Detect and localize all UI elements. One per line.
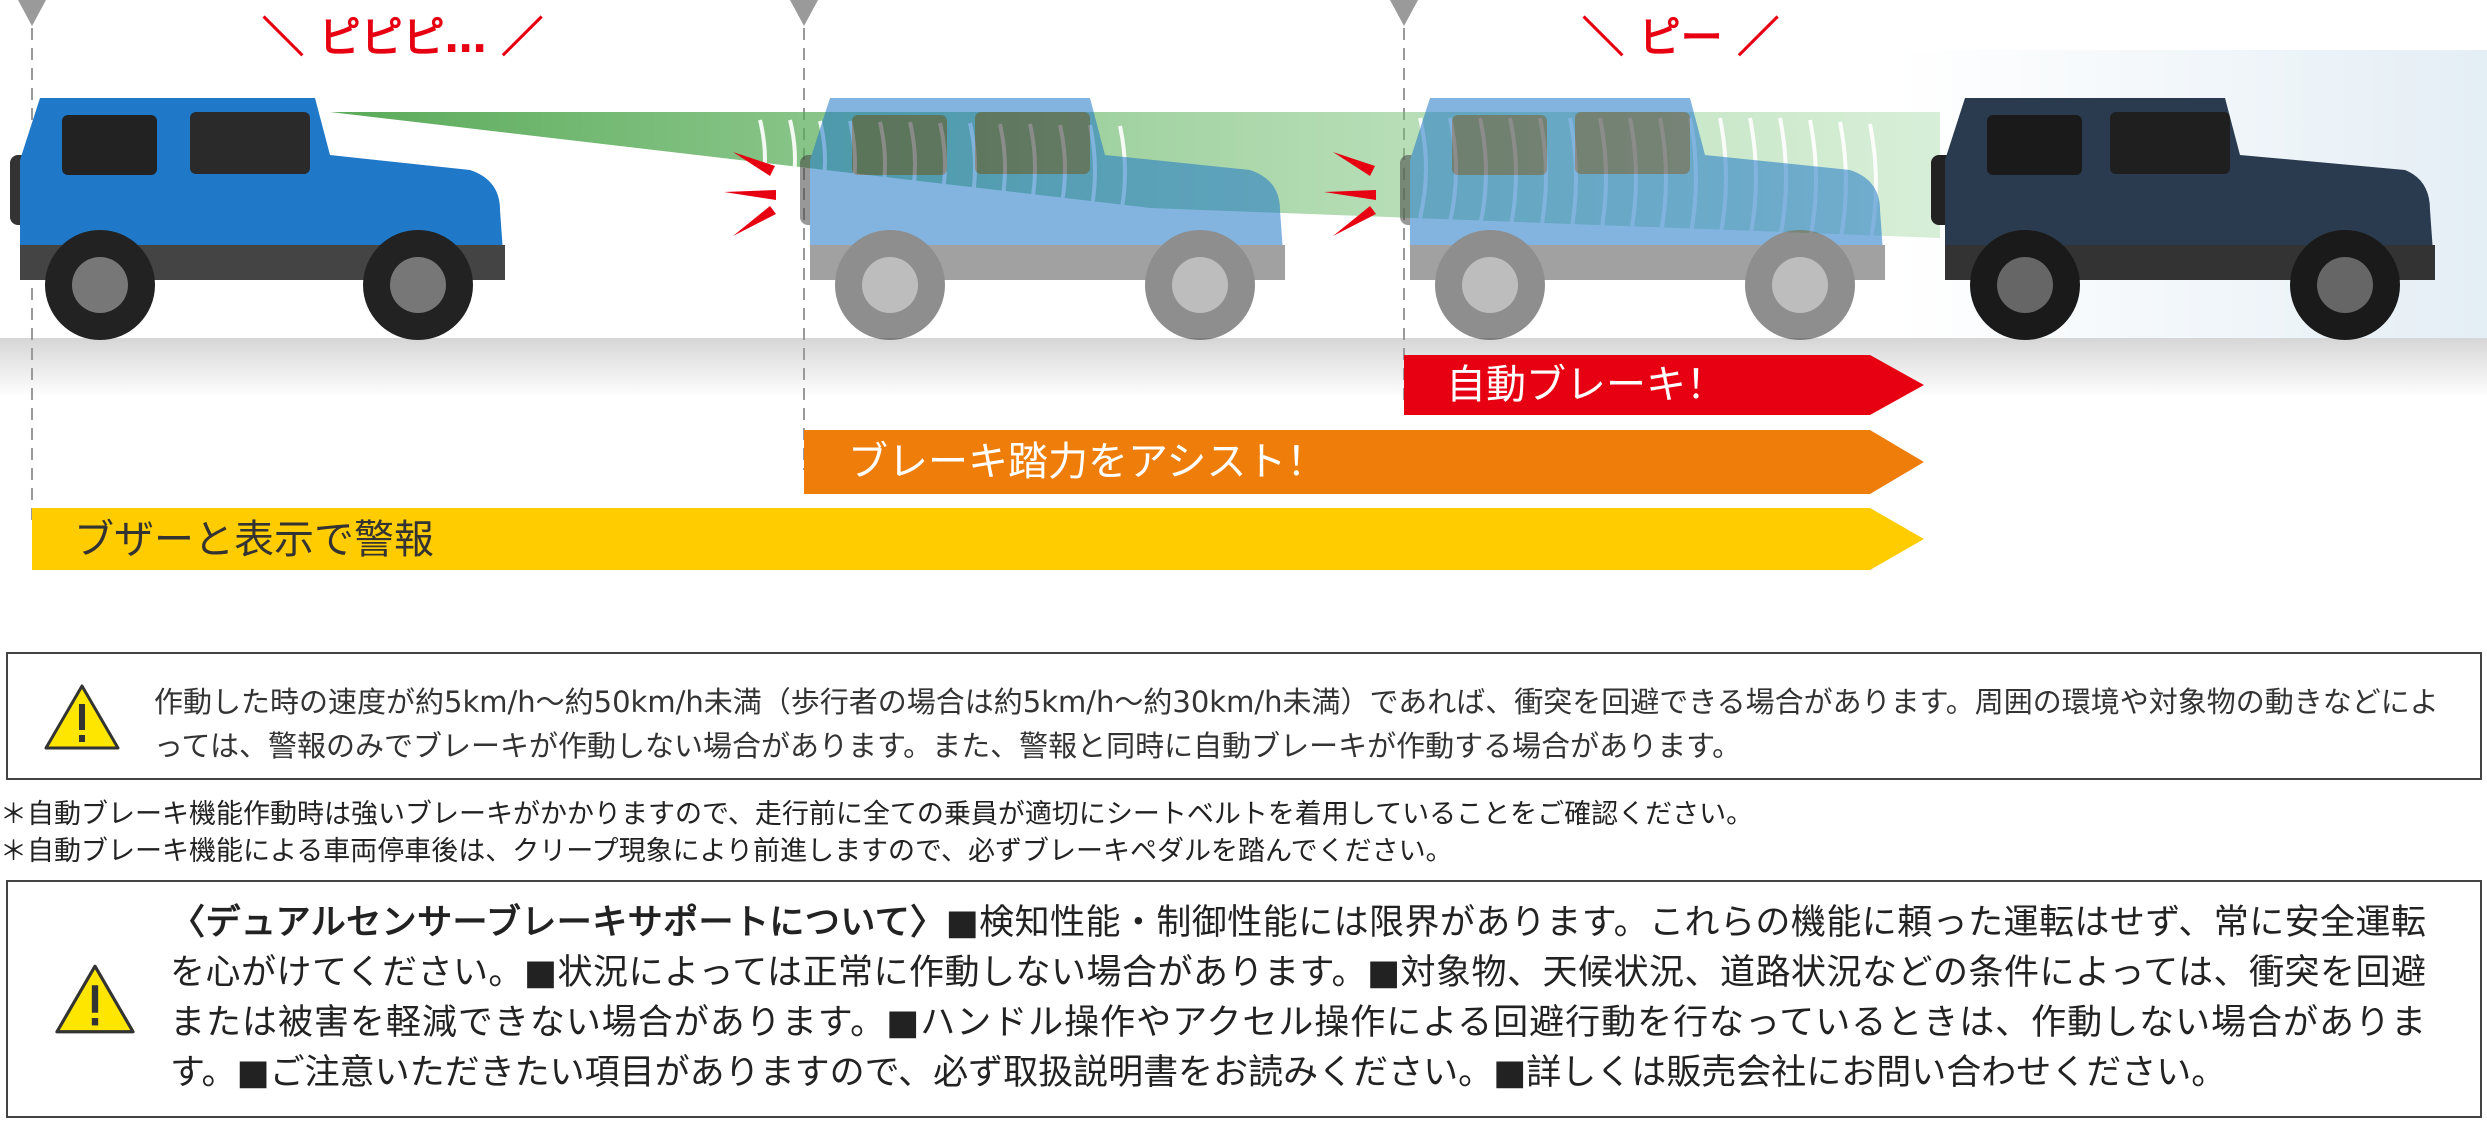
dual-sensor-notice-box	[6, 880, 2482, 1118]
speed-notice-box	[6, 652, 2482, 780]
alert-marks	[724, 152, 1376, 236]
long-beep-sound-label: ＼ ピー ／	[1582, 13, 1780, 62]
brake-diagram: ＼ ピピピ… ／ ＼ ピー ／ 自動ブレーキ！ ブレーキ踏力をアシスト！ ブザー…	[0, 0, 2487, 570]
car-stage-3	[1400, 98, 1885, 340]
arrow-auto-brake	[1404, 355, 1924, 415]
road	[0, 338, 2487, 398]
diagram-graphic	[0, 0, 2487, 570]
auto-brake-label: 自動ブレーキ！	[1446, 362, 1726, 408]
dual-sensor-notice-text: 〈デュアルセンサーブレーキサポートについて〉■検知性能・制御性能には限界がありま…	[170, 898, 2426, 1098]
dual-sensor-notice-title: 〈デュアルセンサーブレーキサポートについて〉	[170, 903, 946, 943]
warning-label: ブザーと表示で警報	[74, 517, 434, 563]
beep-sound-label: ＼ ピピピ… ／	[262, 13, 544, 62]
dual-sensor-notice-body: ■検知性能・制御性能には限界があります。これらの機能に頼った運転はせず、常に安全…	[170, 903, 2426, 1093]
arrow-brake-assist	[804, 430, 1924, 494]
car-stage-1	[10, 98, 505, 340]
warning-icon	[44, 684, 120, 750]
warning-icon	[55, 964, 135, 1034]
brake-assist-label: ブレーキ踏力をアシスト！	[848, 439, 1327, 485]
car-stage-2	[800, 98, 1285, 340]
arrow-warning	[32, 508, 1924, 570]
car-target	[1931, 98, 2435, 340]
footnote-creep: ＊自動ブレーキ機能による車両停車後は、クリープ現象により前進しますので、必ずブレ…	[0, 836, 1453, 867]
footnote-seatbelt: ＊自動ブレーキ機能作動時は強いブレーキがかかりますので、走行前に全ての乗員が適切…	[0, 799, 1754, 830]
speed-notice-text: 作動した時の速度が約5km/h〜約50km/h未満（歩行者の場合は約5km/h〜…	[154, 685, 2439, 763]
